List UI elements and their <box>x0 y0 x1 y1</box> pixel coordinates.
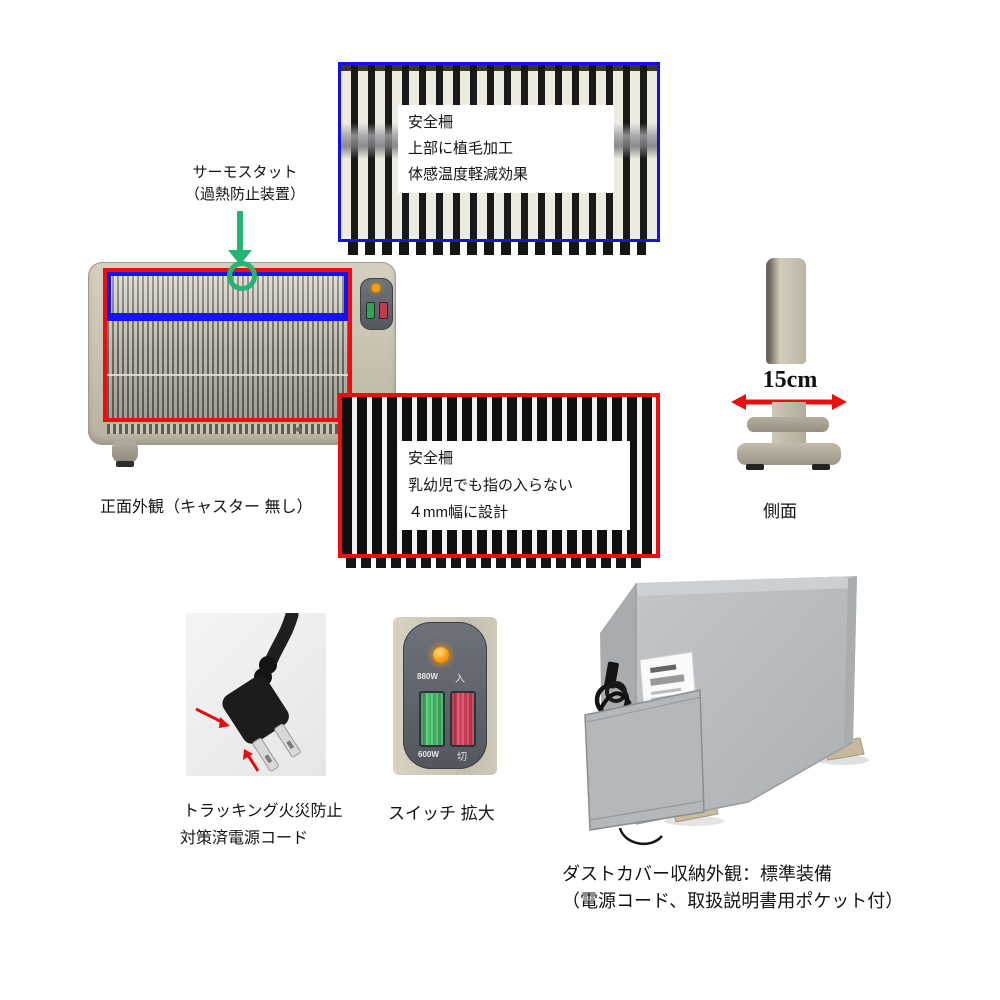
label-line: 乳幼児でも指の入らない <box>408 477 574 494</box>
switch-label-watt-low: 600W <box>418 750 439 759</box>
thermostat-label: サーモスタット （過熱防止装置） <box>150 162 340 206</box>
base-pad <box>812 464 830 470</box>
heater-grille <box>107 272 348 418</box>
thermostat-marker-circle <box>227 261 257 291</box>
label-line: 上部に植毛加工 <box>408 140 514 157</box>
plug-caption-line1: トラッキング火災防止 <box>183 803 343 820</box>
grille-shading <box>107 272 348 418</box>
label-line: 安全柵 <box>408 114 454 131</box>
red-rocker-button <box>450 691 476 747</box>
plug-caption-line2: 対策済電源コード <box>180 830 309 847</box>
cord-tail <box>618 827 663 846</box>
switch-caption: スイッチ 拡大 <box>388 804 495 823</box>
cover-caption-line1: ダストカバー収納外観：標準装備 <box>562 864 832 884</box>
side-view-caption: 側面 <box>763 502 797 521</box>
screw-dot <box>296 427 301 432</box>
heater-front-photo <box>88 262 396 468</box>
switch-label-watt-high: 880W <box>417 672 438 681</box>
side-stand-upper-bar <box>747 417 829 432</box>
heater-foot <box>112 441 138 463</box>
down-arrow-icon <box>237 211 243 251</box>
red-switch-icon <box>379 302 388 319</box>
side-stand-base <box>737 443 841 465</box>
dust-cover-photo <box>584 576 869 846</box>
safety-fence-detail-photo: 安全柵 乳幼児でも指の入らない ４mm幅に設計 <box>338 393 660 558</box>
photo-fringe <box>348 242 646 255</box>
safety-fence-detail-label: 安全柵 乳幼児でも指の入らない ４mm幅に設計 <box>398 441 630 530</box>
control-panel <box>360 278 393 330</box>
switch-label-off: 切 <box>457 752 467 763</box>
green-rocker-button <box>419 691 445 747</box>
label-line: 安全柵 <box>408 450 454 467</box>
base-pad <box>746 464 764 470</box>
switch-plate: 880W 入 600W 切 <box>403 622 487 769</box>
photo-shading <box>341 65 657 71</box>
side-view-photo: 15cm 側面 <box>725 250 855 530</box>
label-line: （過熱防止装置） <box>184 186 305 203</box>
label-line: ４mm幅に設計 <box>408 504 508 521</box>
indicator-led-icon <box>433 647 449 663</box>
heater-foot-pad <box>116 461 134 467</box>
side-panel <box>766 258 806 364</box>
safety-fence-top-photo: 安全柵 上部に植毛加工 体感温度軽減効果 <box>338 62 660 242</box>
plug-illustration <box>195 613 301 772</box>
label-line: 体感温度軽減効果 <box>408 166 529 183</box>
cover-pocket <box>584 689 705 831</box>
front-view-caption: 正面外観（キャスター 無し） <box>100 499 313 516</box>
cover-caption-line2: （電源コード、取扱説明書用ポケット付） <box>562 891 904 911</box>
width-dimension-label: 15cm <box>762 367 818 393</box>
safety-fence-top-label: 安全柵 上部に植毛加工 体感温度軽減効果 <box>398 105 614 193</box>
red-pointer-arrows <box>195 707 260 772</box>
switch-label-on: 入 <box>455 674 465 685</box>
power-plug-photo <box>186 613 326 776</box>
power-led-icon <box>372 284 380 292</box>
label-line: サーモスタット <box>192 164 298 181</box>
photo-fringe <box>346 558 646 568</box>
green-switch-icon <box>366 302 375 319</box>
grille-bottom-teeth <box>107 424 348 434</box>
grille-wire <box>107 374 348 376</box>
switch-closeup-photo: 880W 入 600W 切 <box>393 617 497 775</box>
plug-body <box>222 676 301 772</box>
